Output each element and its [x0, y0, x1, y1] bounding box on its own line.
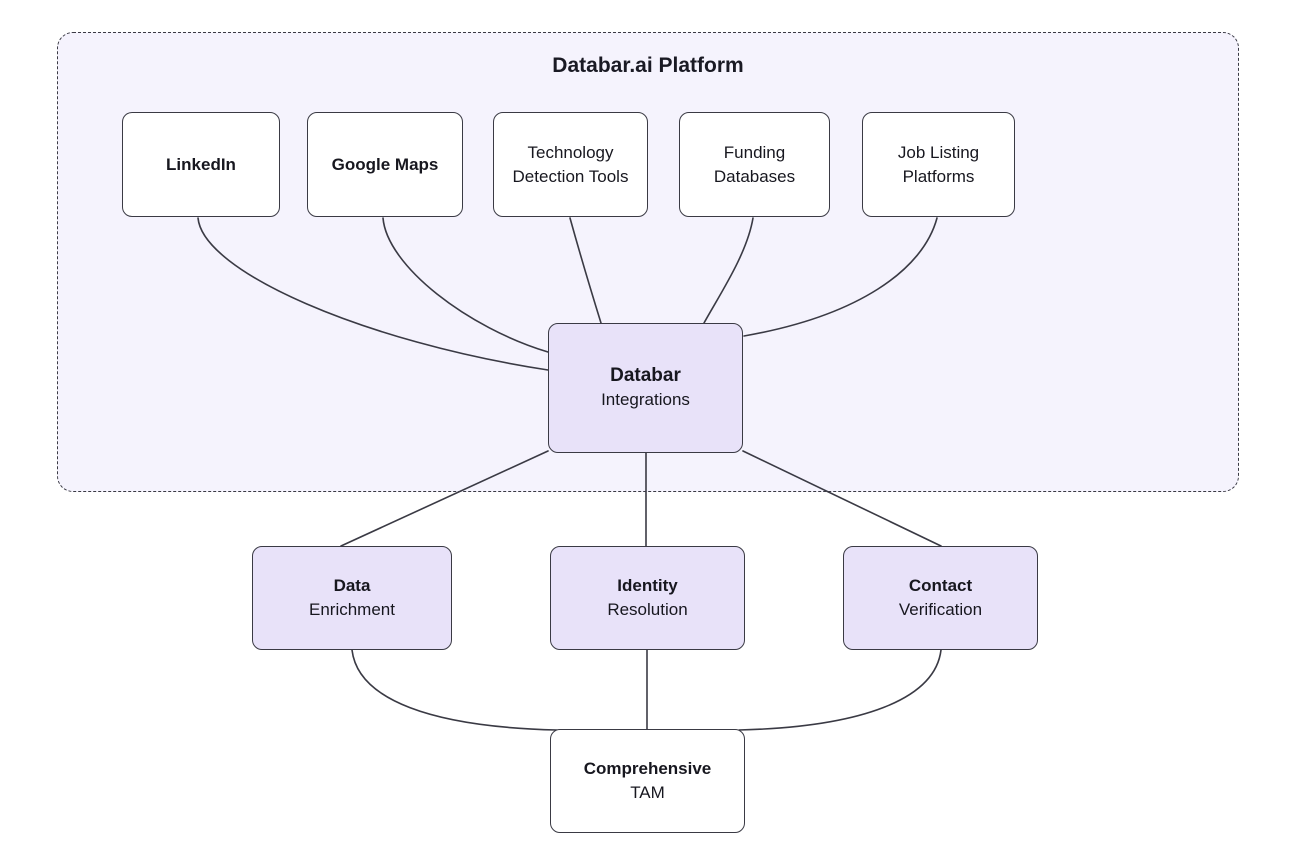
- node-technology-subtitle: Detection Tools: [512, 166, 629, 186]
- node-contact-verification: Contact Verification: [843, 546, 1038, 650]
- node-tam-subtitle: TAM: [630, 783, 665, 802]
- node-identity-subtitle: Resolution: [607, 600, 688, 619]
- node-databar-integrations: Databar Integrations: [548, 323, 743, 453]
- node-job-listing-subtitle: Platforms: [902, 166, 975, 186]
- node-linkedin-label: LinkedIn: [166, 154, 236, 174]
- node-data-enrichment: Data Enrichment: [252, 546, 452, 650]
- node-funding-title: Funding: [723, 142, 786, 162]
- node-google-maps: Google Maps: [307, 112, 463, 217]
- node-hub-subtitle: Integrations: [601, 390, 690, 409]
- node-hub-title: Databar: [610, 365, 681, 386]
- edge-contact-tam: [738, 649, 942, 731]
- node-linkedin: LinkedIn: [122, 112, 280, 217]
- node-job-listing-title: Job Listing: [897, 142, 980, 162]
- node-contact-subtitle: Verification: [898, 600, 983, 619]
- node-identity-resolution: Identity Resolution: [550, 546, 745, 650]
- node-tam-title: Comprehensive: [583, 759, 712, 778]
- node-job-listing: Job Listing Platforms: [862, 112, 1015, 217]
- node-technology-detection: Technology Detection Tools: [493, 112, 648, 217]
- node-data-enrichment-title: Data: [333, 576, 371, 595]
- node-funding-subtitle: Databases: [713, 166, 796, 186]
- node-funding-databases: Funding Databases: [679, 112, 830, 217]
- platform-title: Databar.ai Platform: [552, 54, 744, 77]
- node-data-enrichment-subtitle: Enrichment: [309, 600, 395, 619]
- node-identity-title: Identity: [617, 576, 678, 595]
- node-google-maps-label: Google Maps: [331, 154, 439, 174]
- edge-data-enrichment-tam: [351, 649, 558, 731]
- node-comprehensive-tam: Comprehensive TAM: [550, 729, 745, 833]
- node-contact-title: Contact: [908, 576, 973, 595]
- node-technology-title: Technology: [527, 142, 614, 162]
